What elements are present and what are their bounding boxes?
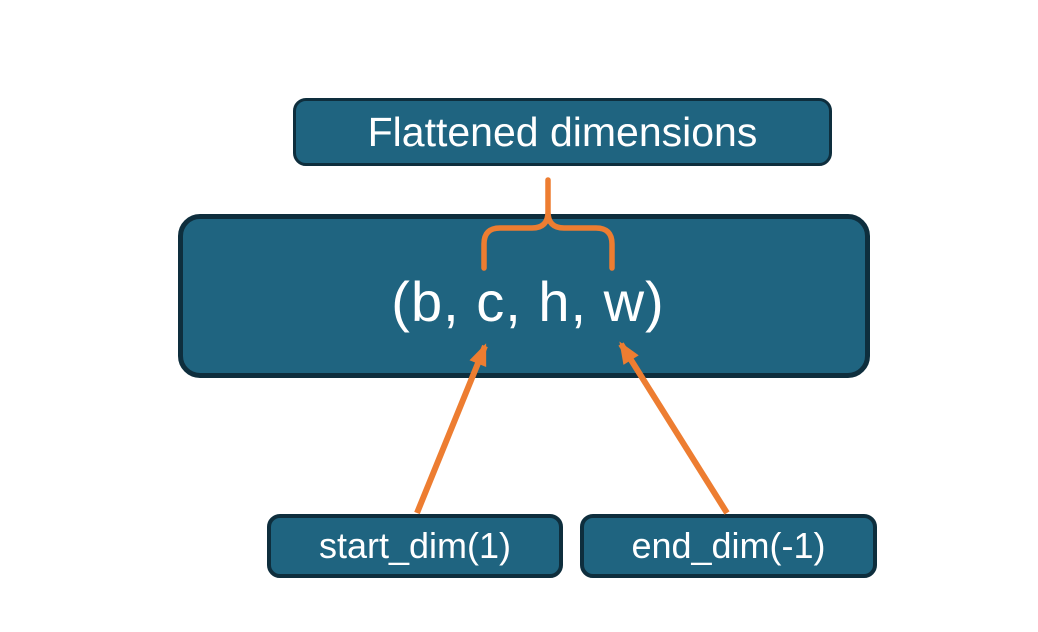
end-dim-label: end_dim(-1) [631,525,826,566]
tensor-shape-box: (b, c, h, w) [178,214,870,378]
start-dim-box: start_dim(1) [267,514,563,578]
flattened-dimensions-box: Flattened dimensions [293,98,832,166]
tensor-shape-label: (b, c, h, w) [391,270,665,333]
end-dim-box: end_dim(-1) [580,514,877,578]
start-dim-label: start_dim(1) [318,525,512,566]
flattened-dimensions-label: Flattened dimensions [367,108,758,155]
